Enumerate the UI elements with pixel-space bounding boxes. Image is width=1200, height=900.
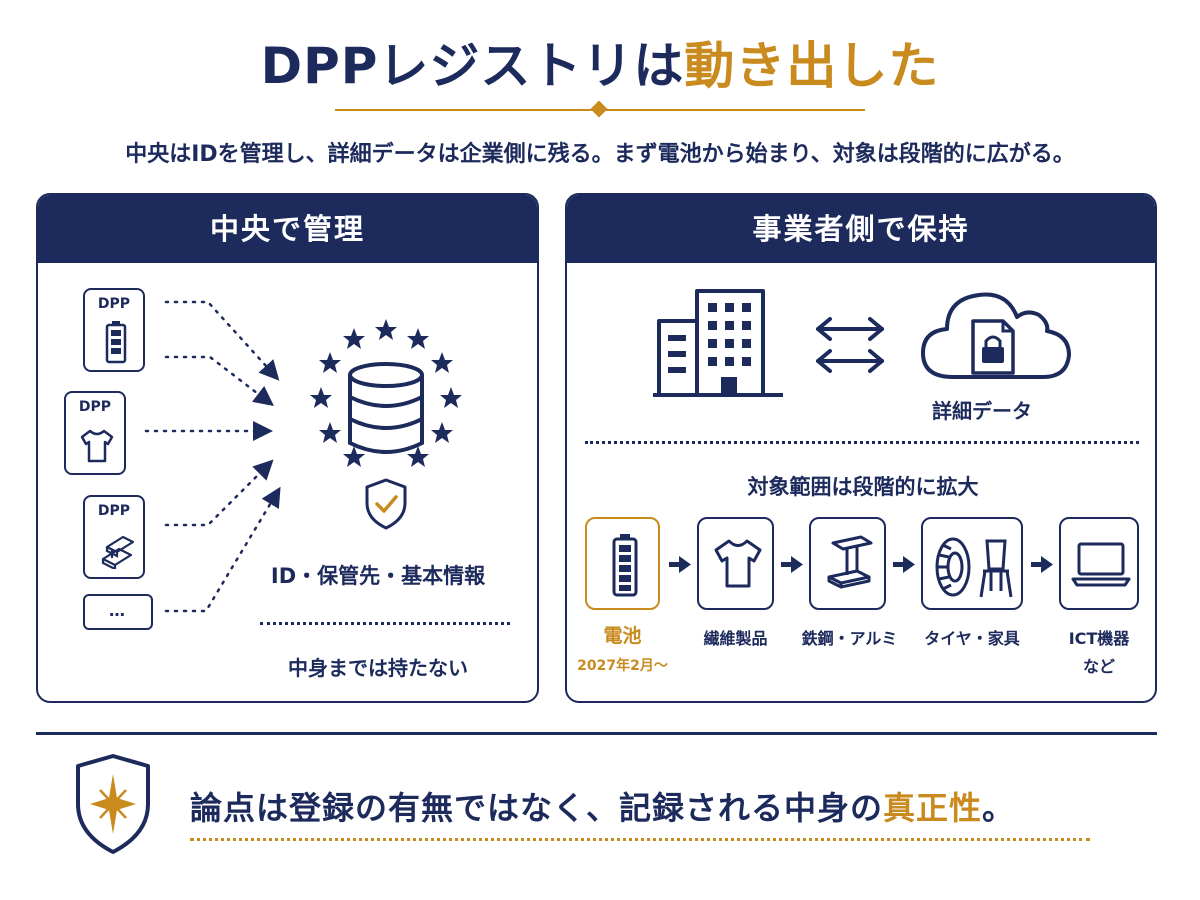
building-icon <box>653 289 783 397</box>
central-footnote: 中身までは持たない <box>288 656 468 680</box>
page-title: DPPレジストリは動き出した <box>0 26 1200 98</box>
step-card-ict <box>1059 517 1139 610</box>
step-sub-ict: など <box>1082 657 1115 676</box>
dpp-card-battery: DPP <box>83 288 145 372</box>
more-products-card: … <box>83 594 153 630</box>
dotted-arrows <box>144 300 281 613</box>
sync-arrows-icon <box>816 317 884 373</box>
tshirt-icon <box>80 429 114 463</box>
step-label-textile: 繊維製品 <box>703 629 768 648</box>
battery-icon <box>612 534 638 597</box>
business-divider <box>585 441 1139 444</box>
shield-star-icon <box>76 754 150 854</box>
title-accent: 動き出した <box>684 37 940 95</box>
laptop-icon <box>1071 542 1131 587</box>
business-panel-header: 事業者側で保持 <box>567 195 1155 263</box>
tshirt-icon <box>714 539 762 588</box>
step-card-battery <box>585 517 660 610</box>
step-card-textile <box>697 517 774 610</box>
conclusion-accent: 真正性 <box>883 789 983 827</box>
step-card-steel <box>809 517 886 610</box>
dpp-label: DPP <box>97 296 131 312</box>
title-divider <box>335 101 865 118</box>
steel-beam-icon <box>827 535 873 589</box>
battery-icon <box>105 321 127 364</box>
step-label-tire-furniture: タイヤ・家具 <box>924 629 1020 648</box>
dpp-label: DPP <box>97 503 131 519</box>
eu-stars-icon <box>310 319 462 467</box>
business-panel: 事業者側で保持 <box>565 193 1157 703</box>
dpp-card-textile: DPP <box>64 391 126 475</box>
step-card-tire-furniture <box>921 517 1023 610</box>
central-divider <box>260 622 510 625</box>
central-panel-header: 中央で管理 <box>38 195 537 263</box>
shield-check-icon <box>365 478 407 530</box>
dpp-label: DPP <box>78 399 112 415</box>
step-label-steel: 鉄鋼・アルミ <box>801 629 898 648</box>
cloud-caption: 詳細データ <box>932 399 1032 423</box>
conclusion-main: 論点は登録の有無ではなく、記録される中身の <box>190 789 884 827</box>
subtitle: 中央はIDを管理し、詳細データは企業側に残る。まず電池から始まり、対象は段階的に… <box>125 142 1075 167</box>
step-sub-battery: 2027年2月～ <box>577 658 668 674</box>
title-main: DPPレジストリは <box>260 37 685 95</box>
central-panel: 中央で管理 DPP DPP DPP … <box>36 193 539 703</box>
step-label-battery: 電池 <box>603 625 642 647</box>
scope-title: 対象範囲は段階的に拡大 <box>747 475 979 499</box>
database-icon <box>348 362 424 454</box>
bottom-divider <box>36 732 1157 735</box>
cloud-lock-icon <box>921 292 1071 379</box>
step-arrows <box>669 556 1053 573</box>
conclusion-underline <box>190 838 1090 841</box>
conclusion-text: 論点は登録の有無ではなく、記録される中身の真正性。 <box>190 783 1015 829</box>
step-label-ict: ICT機器 <box>1068 629 1130 648</box>
tire-chair-icon <box>935 537 1013 598</box>
central-caption: ID・保管先・基本情報 <box>270 564 486 588</box>
steel-beam-icon <box>101 535 135 569</box>
dpp-card-steel: DPP <box>83 495 145 579</box>
conclusion-end: 。 <box>982 789 1016 827</box>
